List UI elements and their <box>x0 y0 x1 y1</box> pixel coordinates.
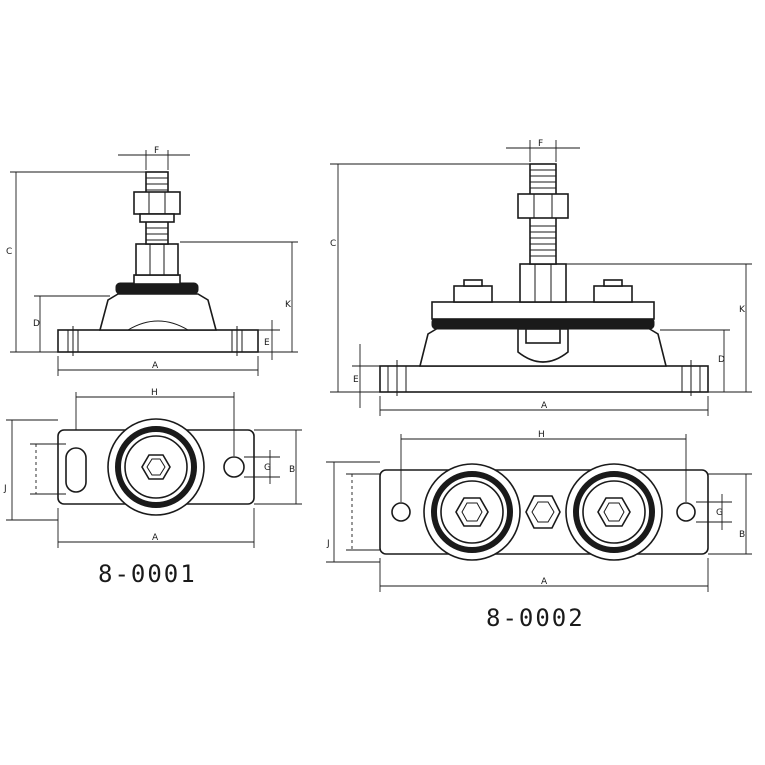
dim-label-b-2: B <box>739 530 745 540</box>
dimension-j-8-0001: J <box>3 419 66 521</box>
dim-label-g-2: G <box>716 508 723 518</box>
dim-label-e-2: E <box>353 375 359 385</box>
dimension-e-8-0002: E <box>352 344 380 408</box>
dimension-a-side-8-0001: A <box>57 356 259 376</box>
dim-label-a: A <box>152 361 159 371</box>
dim-label-g: G <box>264 463 271 473</box>
dim-label-d-2: D <box>718 355 725 365</box>
dim-label-f: F <box>154 146 159 156</box>
dimension-f-8-0002: F <box>506 139 580 162</box>
dim-label-h: H <box>151 388 158 398</box>
dimension-c-8-0001: C <box>6 171 146 353</box>
dimension-d-8-0002: D <box>660 329 730 392</box>
dimension-g-8-0001: G <box>244 450 280 484</box>
mount-8-0002-side-view: F C K D E <box>330 139 752 416</box>
dimension-f-8-0001: F <box>118 146 190 170</box>
dimension-a-top-8-0002: A <box>379 558 709 592</box>
dimension-h-8-0001: H <box>75 388 235 456</box>
dim-label-b: B <box>289 465 295 475</box>
dim-label-f-2: F <box>538 139 543 149</box>
dimension-h-8-0002: H <box>400 430 687 502</box>
dim-label-j-2: J <box>326 539 330 549</box>
dimension-e-8-0001: E <box>258 320 280 360</box>
dimension-g-8-0002: G <box>696 494 732 530</box>
dimension-k-8-0002: K <box>566 263 752 393</box>
dim-label-j: J <box>3 484 7 494</box>
dim-label-k-2: K <box>739 305 746 315</box>
mount-8-0002-top-view: H J G B A <box>326 430 752 592</box>
dimension-k-8-0001: K <box>180 241 298 353</box>
part-number-8-0002: 8-0002 <box>486 604 585 632</box>
dim-label-a-top-2: A <box>541 577 548 587</box>
dimension-a-side-8-0002: A <box>379 396 709 416</box>
dim-label-a-2: A <box>541 401 548 411</box>
dim-label-h-2: H <box>538 430 545 440</box>
dim-label-d: D <box>33 319 40 329</box>
part-number-8-0001: 8-0001 <box>98 560 197 588</box>
dimension-c-8-0002: C <box>330 163 530 393</box>
mount-8-0001-side-view: F C D K E <box>6 146 298 376</box>
dimension-a-top-8-0001: A <box>57 508 255 548</box>
dim-label-e: E <box>264 338 270 348</box>
dimension-j-8-0002: J <box>326 461 380 563</box>
dimension-b-8-0002: B <box>708 473 752 555</box>
mount-8-0001-top-view: H J G B A <box>3 388 302 548</box>
dimension-d-8-0001: D <box>33 295 110 352</box>
dim-label-a-top: A <box>152 533 159 543</box>
dim-label-c: C <box>6 247 12 257</box>
dim-label-c-2: C <box>330 239 336 249</box>
dim-label-k: K <box>285 300 292 310</box>
dimension-b-8-0001: B <box>254 429 302 505</box>
